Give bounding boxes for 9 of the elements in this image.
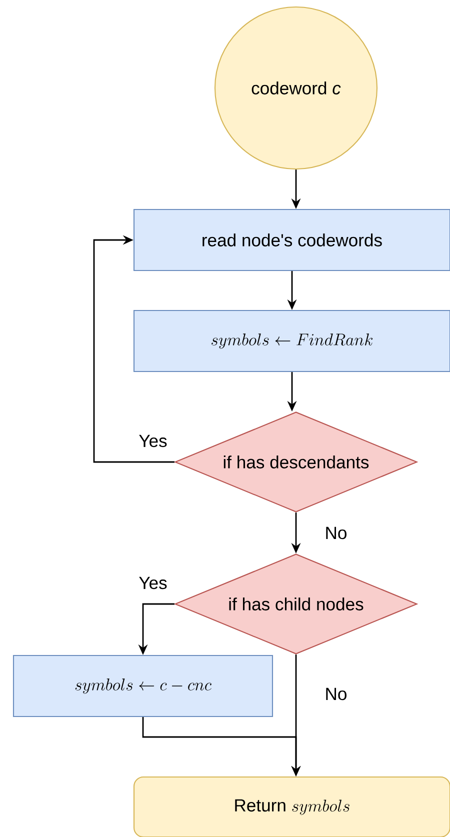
- process-box: $symbols \leftarrow FindRank$: [133, 310, 450, 372]
- process-box: $symbols \leftarrow c - cnc$: [12, 654, 274, 718]
- edge-label: Yes: [138, 434, 168, 448]
- terminal-box: $\mbox{Return } symbols$: [133, 776, 450, 837]
- arrow: [93, 235, 174, 463]
- edge-label: Yes: [138, 576, 168, 590]
- process-box: read node's codewords: [133, 208, 450, 272]
- edge-label: No: [324, 686, 348, 702]
- edge-label: No: [324, 526, 348, 540]
